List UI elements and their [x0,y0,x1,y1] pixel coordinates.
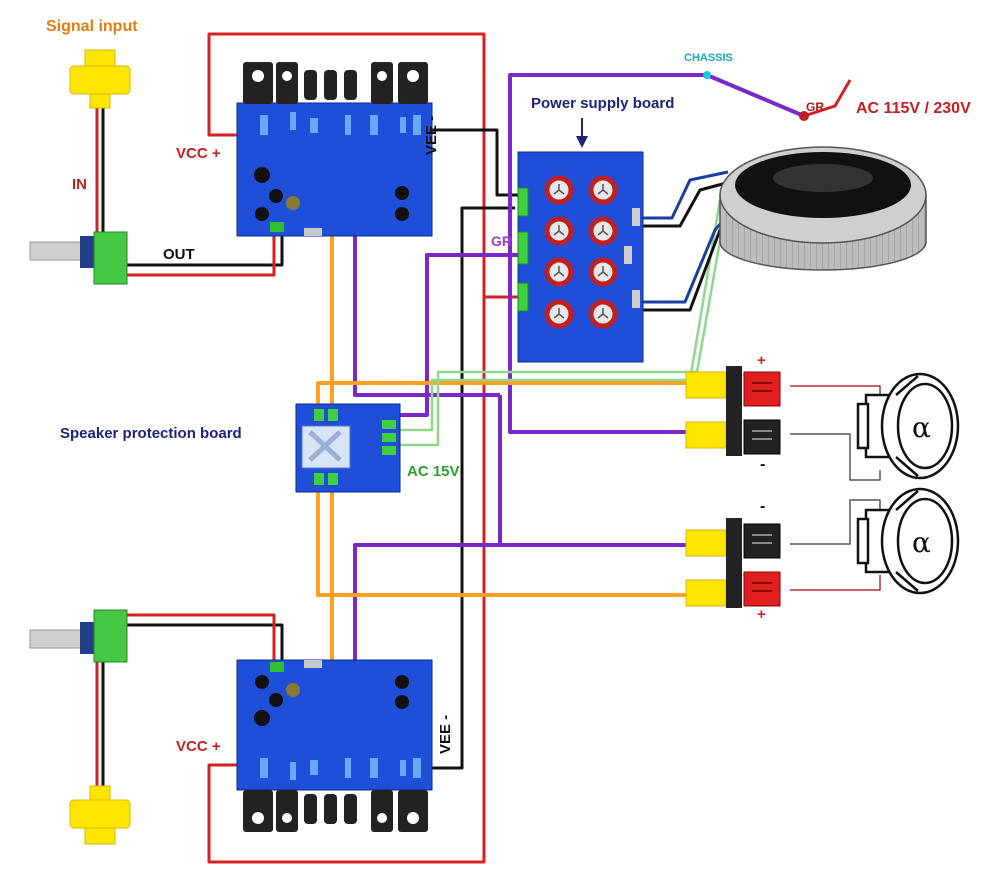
wire-gr-psu [400,253,520,417]
wire-gr-mains [803,79,852,118]
electrolytics-bottom [254,675,409,726]
wire-out-bottom-black [127,623,284,665]
psu-capacitors [544,175,618,329]
vee-top-label: VEE - [423,115,440,155]
smd-parts-top [260,112,421,135]
speaker-terminal-top [685,366,781,456]
plus-top-label: + [757,352,766,369]
wire-spkr-bottom-neg [790,499,881,545]
wire-out-bottom-red [127,613,276,665]
potentiometer-icon [29,609,128,663]
rca-jack-icon [69,49,131,109]
wire-vcc-top [207,32,518,299]
wire-spkr-top-neg [790,433,881,481]
vcc-top-label: VCC + [176,145,221,162]
wire-ac15-a [400,199,722,432]
wire-gnd-spk-bottom [498,395,688,547]
svg-text:α: α [912,411,931,444]
chassis-label: CHASSIS [684,52,733,64]
wire-out-top-red [127,228,276,277]
wire-out-top-black [127,228,284,267]
ac-15v-label: AC 15V [407,463,460,480]
amp-board-bottom [236,659,433,832]
connector-bottom [270,662,284,672]
minus-bottom-label: - [760,498,766,515]
power-supply-board-label: Power supply board [531,95,675,112]
heatsink-transistors-top [243,62,428,104]
wire-gnd-bottom-amp [353,543,500,665]
vee-bottom-label: VEE - [437,714,454,754]
wire-trafo-3 [643,214,730,304]
ground-point [799,111,809,121]
wire-spk-bottom-out [316,480,688,597]
speaker-terminal-bottom [685,518,781,608]
connector-top [270,222,284,232]
wire-gnd-spk-top [508,260,688,434]
plus-bottom-label: + [757,606,766,623]
wire-ac15-b [400,206,728,447]
chassis-point [703,71,711,79]
electrolytics-top [254,167,409,221]
speaker-protection-board-label: Speaker protection board [60,425,242,442]
gr-mains-label: GR [806,100,824,114]
loudspeaker-icon: α [856,372,960,480]
wire-trafo-2 [643,180,731,228]
gr-psu-label: GR [491,233,512,249]
ac-mains-label: AC 115V / 230V [856,100,971,117]
toroidal-transformer-icon [719,146,927,271]
heatsink-transistors-bottom [243,790,428,832]
svg-text:α: α [912,526,931,559]
minus-top-label: - [760,456,766,473]
wire-spk-top-out [316,381,688,410]
arrow-down-icon [576,118,588,148]
wire-trafo-1 [643,170,729,220]
speaker-protection-board-graphic [295,403,401,493]
wire-vcc-bottom [207,297,486,864]
wire-spkr-bottom-pos [790,575,881,591]
potentiometer-icon [29,231,128,285]
vcc-bottom-label: VCC + [176,738,221,755]
out-label: OUT [163,246,195,263]
in-label: IN [72,176,87,193]
wire-gnd-top-amp [353,235,500,397]
wires [95,32,881,864]
psu-terminals [517,187,529,312]
smd-parts-bottom [260,758,421,780]
wire-chassis [508,73,805,260]
wire-vee-bottom [432,206,515,770]
loudspeaker-icon: α [856,487,960,595]
rca-jack-icon [69,785,131,845]
wire-vee-top [432,128,521,197]
amp-board-top [236,62,433,237]
signal-input-label: Signal input [46,18,138,35]
power-supply-board [517,151,644,363]
